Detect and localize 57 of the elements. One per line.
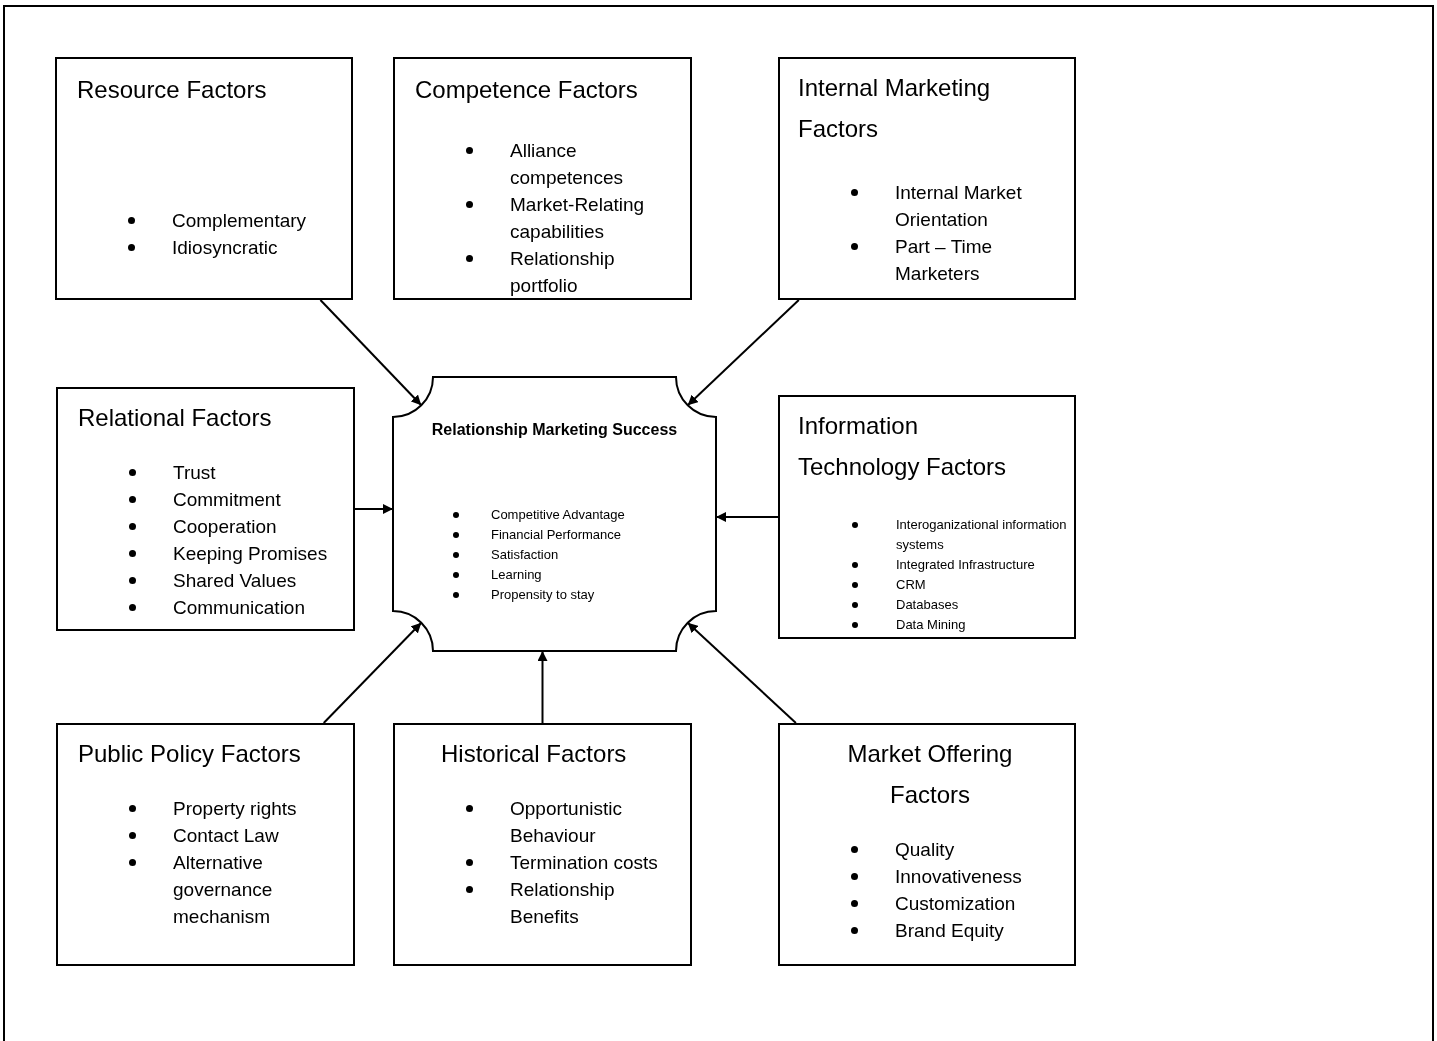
factor-box [393, 723, 692, 966]
factor-box [393, 57, 692, 300]
bullet-item: Financial Performance [453, 525, 710, 545]
box-heading: Internal Marketing Factors [798, 73, 992, 144]
factor-box [55, 57, 353, 300]
bullet-item: Cooperation [129, 513, 347, 540]
bullet-item: Communication [129, 594, 347, 621]
bullet-item: Propensity to stay [453, 585, 710, 605]
bullet-item: Part – Time Marketers [851, 233, 1068, 287]
box-heading: Relationship Marketing Success [430, 420, 679, 440]
bullet-item: Learning [453, 565, 710, 585]
box-heading: Historical Factors [441, 739, 628, 769]
box-heading: Competence Factors [415, 75, 639, 105]
factor-box [778, 57, 1076, 300]
bullet-item: Competitive Advantage [453, 505, 710, 525]
arrow [322, 621, 423, 724]
bullet-item: Property rights [129, 795, 347, 822]
bullet-item: Data Mining [852, 615, 1068, 635]
bullet-item: Market-Relating capabilities [466, 191, 684, 245]
bullet-item: Brand Equity [851, 917, 1068, 944]
arrow [686, 299, 800, 407]
box-heading: Information Technology Factors [798, 411, 1008, 482]
bullet-item: Relationship portfolio [466, 245, 684, 299]
factor-box [56, 723, 355, 966]
bullet-item: Opportunistic Behaviour [466, 795, 684, 849]
factor-box [778, 723, 1076, 966]
bullet-item: Interoganizational information systems [852, 515, 1068, 555]
notched-box [393, 377, 716, 651]
bullet-item: Alliance competences [466, 137, 684, 191]
box-heading: Resource Factors [77, 75, 268, 105]
arrow [354, 504, 394, 514]
factor-box [56, 387, 355, 631]
box-heading: Public Policy Factors [78, 739, 302, 769]
arrow [686, 621, 797, 724]
bullet-item: Idiosyncratic [128, 234, 345, 261]
box-heading: Relational Factors [78, 403, 273, 433]
bullet-item: Termination costs [466, 849, 684, 876]
bullet-item: Contact Law [129, 822, 347, 849]
bullet-item: Keeping Promises [129, 540, 347, 567]
arrow [537, 650, 548, 724]
bullet-item: Trust [129, 459, 347, 486]
arrow [319, 299, 423, 407]
bullet-item: Satisfaction [453, 545, 710, 565]
bullet-item: Innovativeness [851, 863, 1068, 890]
bullet-item: Integrated Infrastructure [852, 555, 1068, 575]
factor-box [778, 395, 1076, 639]
bullet-item: Commitment [129, 486, 347, 513]
box-heading: Market Offering Factors [846, 739, 1014, 810]
bullet-item: Databases [852, 595, 1068, 615]
bullet-item: Complementary [128, 207, 345, 234]
bullet-item: Relationship Benefits [466, 876, 684, 930]
bullet-item: CRM [852, 575, 1068, 595]
bullet-item: Alternative governance mechanism [129, 849, 347, 930]
bullet-item: Customization [851, 890, 1068, 917]
bullet-item: Shared Values [129, 567, 347, 594]
bullet-item: Internal Market Orientation [851, 179, 1068, 233]
bullet-item: Quality [851, 836, 1068, 863]
